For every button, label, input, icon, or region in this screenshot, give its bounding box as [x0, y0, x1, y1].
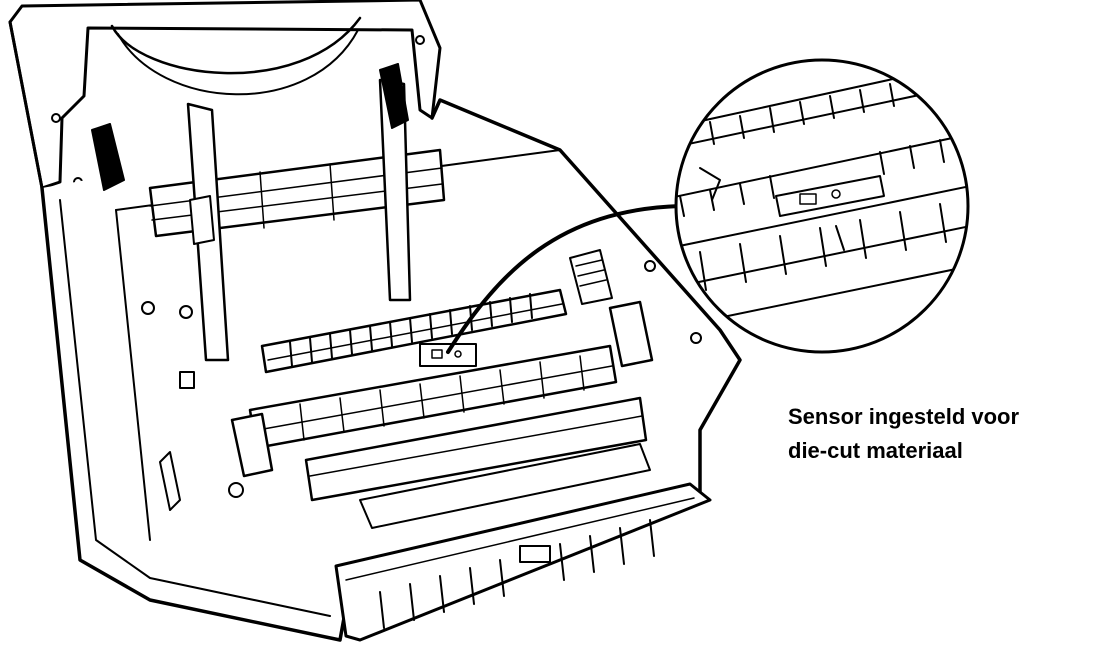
media-guide [260, 288, 568, 374]
caption-line-1: Sensor ingesteld voor [788, 404, 1020, 429]
caption-line-2: die-cut materiaal [788, 438, 963, 463]
tear-off-plate [334, 443, 712, 642]
ribbon-spindle [91, 63, 446, 362]
sensor-magnifier [674, 58, 970, 354]
callout-arc [446, 204, 682, 354]
platen-roller [230, 249, 654, 502]
printer-lid [8, 0, 442, 190]
sensor-caption: Sensor ingesteld voor die-cut materiaal [788, 400, 1088, 468]
